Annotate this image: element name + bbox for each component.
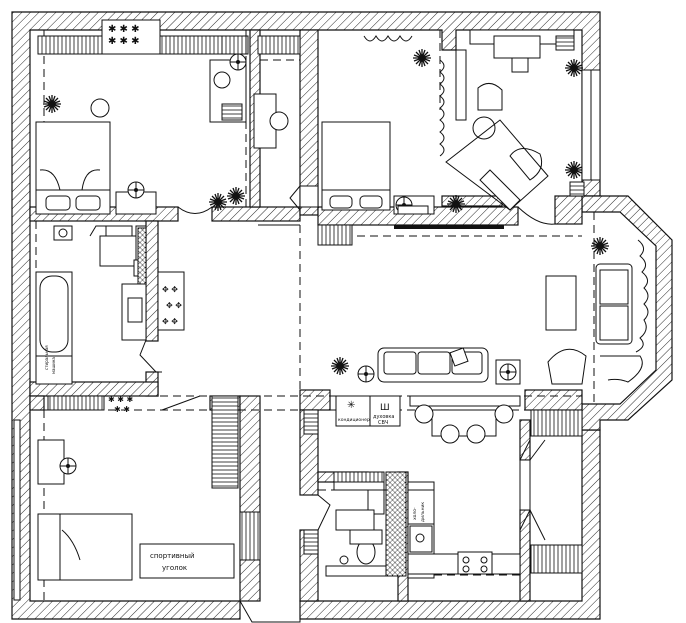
- svg-text:✱ ✱: ✱ ✱: [114, 405, 130, 414]
- sport-corner-label: спортивный: [150, 552, 195, 560]
- desk: [493, 35, 541, 59]
- svg-text:✳: ✳: [347, 400, 355, 411]
- coffee-table: [472, 116, 496, 140]
- svg-text:дильник: дильник: [421, 502, 426, 522]
- oven-label: духовка: [373, 414, 394, 420]
- fridge-label: холо-: [413, 507, 418, 520]
- tv-stand: [545, 275, 577, 331]
- armchair: [477, 83, 503, 111]
- stool: [269, 111, 289, 131]
- study: [445, 29, 601, 211]
- desk: [37, 439, 65, 485]
- ac-unit: [335, 395, 371, 427]
- svg-text:машина: машина: [51, 357, 56, 374]
- sport-corner: [139, 543, 235, 579]
- flower-box: ✱ ✱ ✱ ✱ ✱ ✱: [108, 24, 140, 47]
- chair: [440, 424, 460, 444]
- svg-text:уголок: уголок: [162, 564, 187, 572]
- bedroom-3: ✱ ✱ ✱ ✱ ✱ спортивный уголок: [13, 395, 261, 601]
- wall-bars: [211, 395, 239, 489]
- living-room: [317, 224, 649, 385]
- svg-text:✥ ✥: ✥ ✥: [162, 317, 178, 326]
- plant-icon: [226, 186, 246, 206]
- armchair: [509, 148, 543, 181]
- kitchen: ✳ кондиционер Ш духовка СВЧ холо- дильни…: [303, 395, 531, 579]
- plant-icon: [564, 160, 584, 180]
- round-stool: [90, 98, 110, 118]
- plant-icon: [330, 356, 350, 376]
- shoe-rack: [157, 271, 185, 331]
- bedroom-2: [257, 35, 466, 215]
- bathroom-1: стиральная машина ✥ ✥ ✥ ✥ ✥ ✥: [35, 225, 185, 385]
- chair: [466, 424, 486, 444]
- plant-icon: [412, 48, 432, 68]
- svg-text:✱ ✱ ✱: ✱ ✱ ✱: [108, 24, 140, 35]
- svg-text:✥ ✥: ✥ ✥: [166, 301, 182, 310]
- single-bed: [37, 513, 133, 581]
- desk-chair: [213, 71, 231, 89]
- washing-machine: [35, 355, 73, 385]
- svg-text:✱ ✱ ✱: ✱ ✱ ✱: [108, 36, 140, 47]
- plant-icon: [42, 94, 62, 114]
- door-swing: [177, 206, 213, 214]
- washing-machine-label: стиральная: [44, 345, 49, 370]
- armchair: [547, 348, 587, 385]
- plant-icon: [564, 58, 584, 78]
- double-bed: [321, 121, 391, 211]
- svg-text:✱ ✱ ✱: ✱ ✱ ✱: [108, 395, 133, 404]
- curtain: [363, 35, 413, 42]
- bedroom-1: ✱ ✱ ✱ ✱ ✱ ✱: [35, 19, 249, 215]
- oven: [369, 395, 401, 427]
- svg-text:✥ ✥: ✥ ✥: [162, 285, 178, 294]
- conditioner-label: кондиционер: [338, 418, 370, 423]
- svg-text:Ш: Ш: [380, 403, 390, 413]
- svg-text:СВЧ: СВЧ: [378, 420, 388, 426]
